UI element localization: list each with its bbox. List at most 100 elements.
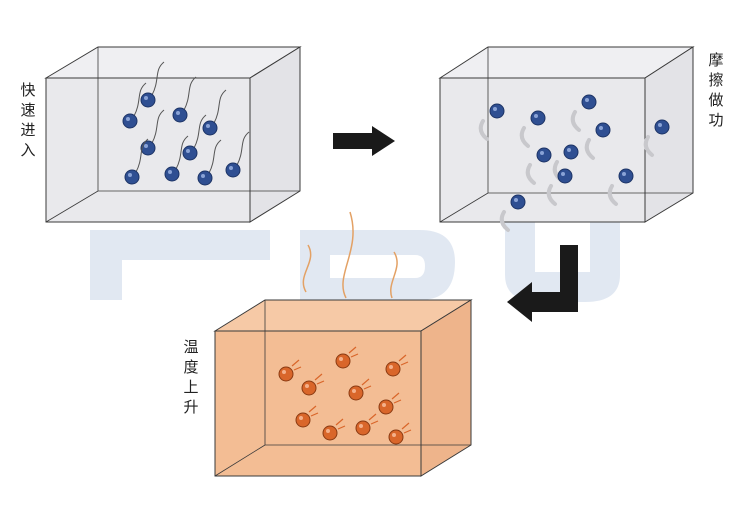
molecule-tail — [175, 135, 189, 170]
molecule-highlight — [392, 433, 396, 437]
friction-trail — [519, 126, 530, 148]
molecule-blue — [197, 170, 213, 186]
molecule-blue — [124, 169, 140, 185]
heat-tick — [291, 359, 300, 367]
molecule-tail — [208, 139, 222, 174]
heat-tick — [393, 399, 402, 404]
box-fast-entry — [44, 46, 302, 223]
molecule-highlight — [382, 403, 386, 407]
molecule-highlight — [282, 370, 286, 374]
molecule-orange — [335, 353, 351, 369]
heat-tick — [314, 373, 323, 381]
box-heated — [213, 299, 473, 477]
molecule-highlight — [339, 357, 343, 361]
friction-trail — [546, 184, 557, 206]
molecule-orange — [355, 420, 371, 436]
molecule-highlight — [229, 166, 233, 170]
molecule-highlight — [144, 96, 148, 100]
friction-trail — [525, 163, 536, 185]
heat-tick — [401, 422, 410, 430]
molecule-highlight — [359, 424, 363, 428]
molecule-blue — [654, 119, 670, 135]
arrow-right — [333, 126, 395, 156]
molecules-fast — [122, 61, 250, 186]
molecule-tail — [213, 89, 227, 124]
molecule-highlight — [176, 111, 180, 115]
molecule-highlight — [186, 149, 190, 153]
molecule-highlight — [168, 170, 172, 174]
heat-tick — [400, 361, 409, 366]
heat-waves — [302, 211, 398, 299]
molecule-tail — [151, 109, 165, 144]
molecule-orange — [378, 399, 394, 415]
molecule-highlight — [622, 172, 626, 176]
heat-tick — [391, 392, 400, 400]
friction-trail — [499, 210, 510, 232]
heat-tick — [370, 420, 379, 425]
molecule-blue — [225, 162, 241, 178]
molecule-blue — [202, 120, 218, 136]
box-friction — [438, 46, 695, 223]
friction-trail — [584, 138, 595, 160]
molecule-highlight — [599, 126, 603, 130]
heat-tick — [348, 346, 357, 354]
heat-tick — [337, 425, 346, 430]
heat-tick — [363, 385, 372, 390]
friction-trail — [478, 119, 489, 141]
molecule-blue — [489, 103, 505, 119]
molecule-highlight — [658, 123, 662, 127]
molecule-highlight — [585, 98, 589, 102]
heat-tick — [316, 380, 325, 385]
molecule-tail — [236, 131, 250, 166]
molecule-blue — [557, 168, 573, 184]
molecule-orange — [295, 412, 311, 428]
molecule-blue — [140, 140, 156, 156]
friction-trail — [643, 135, 654, 157]
molecule-orange — [348, 385, 364, 401]
molecule-blue — [182, 145, 198, 161]
molecule-orange — [322, 425, 338, 441]
molecule-blue — [164, 166, 180, 182]
molecule-blue — [618, 168, 634, 184]
molecule-highlight — [514, 198, 518, 202]
heat-tick — [308, 405, 317, 413]
molecule-orange — [278, 366, 294, 382]
molecule-blue — [510, 194, 526, 210]
molecule-highlight — [567, 148, 571, 152]
heat-tick — [398, 354, 407, 362]
heat-tick — [361, 378, 370, 386]
molecule-highlight — [352, 389, 356, 393]
molecule-highlight — [540, 151, 544, 155]
molecule-highlight — [389, 365, 393, 369]
molecule-highlight — [561, 172, 565, 176]
molecule-tail — [193, 114, 207, 149]
molecule-tail — [151, 61, 165, 96]
molecule-blue — [172, 107, 188, 123]
molecule-blue — [122, 113, 138, 129]
molecule-tail — [133, 82, 147, 117]
molecule-tail — [135, 138, 149, 173]
molecule-orange — [385, 361, 401, 377]
molecules-friction — [478, 94, 670, 232]
molecule-highlight — [144, 144, 148, 148]
molecule-highlight — [206, 124, 210, 128]
molecule-highlight — [126, 117, 130, 121]
molecule-blue — [581, 94, 597, 110]
molecule-highlight — [128, 173, 132, 177]
molecule-orange — [388, 429, 404, 445]
molecule-highlight — [493, 107, 497, 111]
molecule-blue — [563, 144, 579, 160]
molecule-orange — [301, 380, 317, 396]
label-temperature-rise: 温 度 上 升 — [183, 338, 199, 416]
molecule-highlight — [305, 384, 309, 388]
heat-tick — [350, 353, 359, 358]
friction-trail — [607, 184, 618, 206]
heat-tick — [293, 366, 302, 371]
molecule-blue — [140, 92, 156, 108]
heat-tick — [335, 418, 344, 426]
heat-tick — [403, 429, 412, 434]
label-fast-entry: 快 速 进 入 — [20, 81, 36, 159]
molecule-blue — [530, 110, 546, 126]
label-friction-work: 摩 擦 做 功 — [708, 51, 724, 129]
